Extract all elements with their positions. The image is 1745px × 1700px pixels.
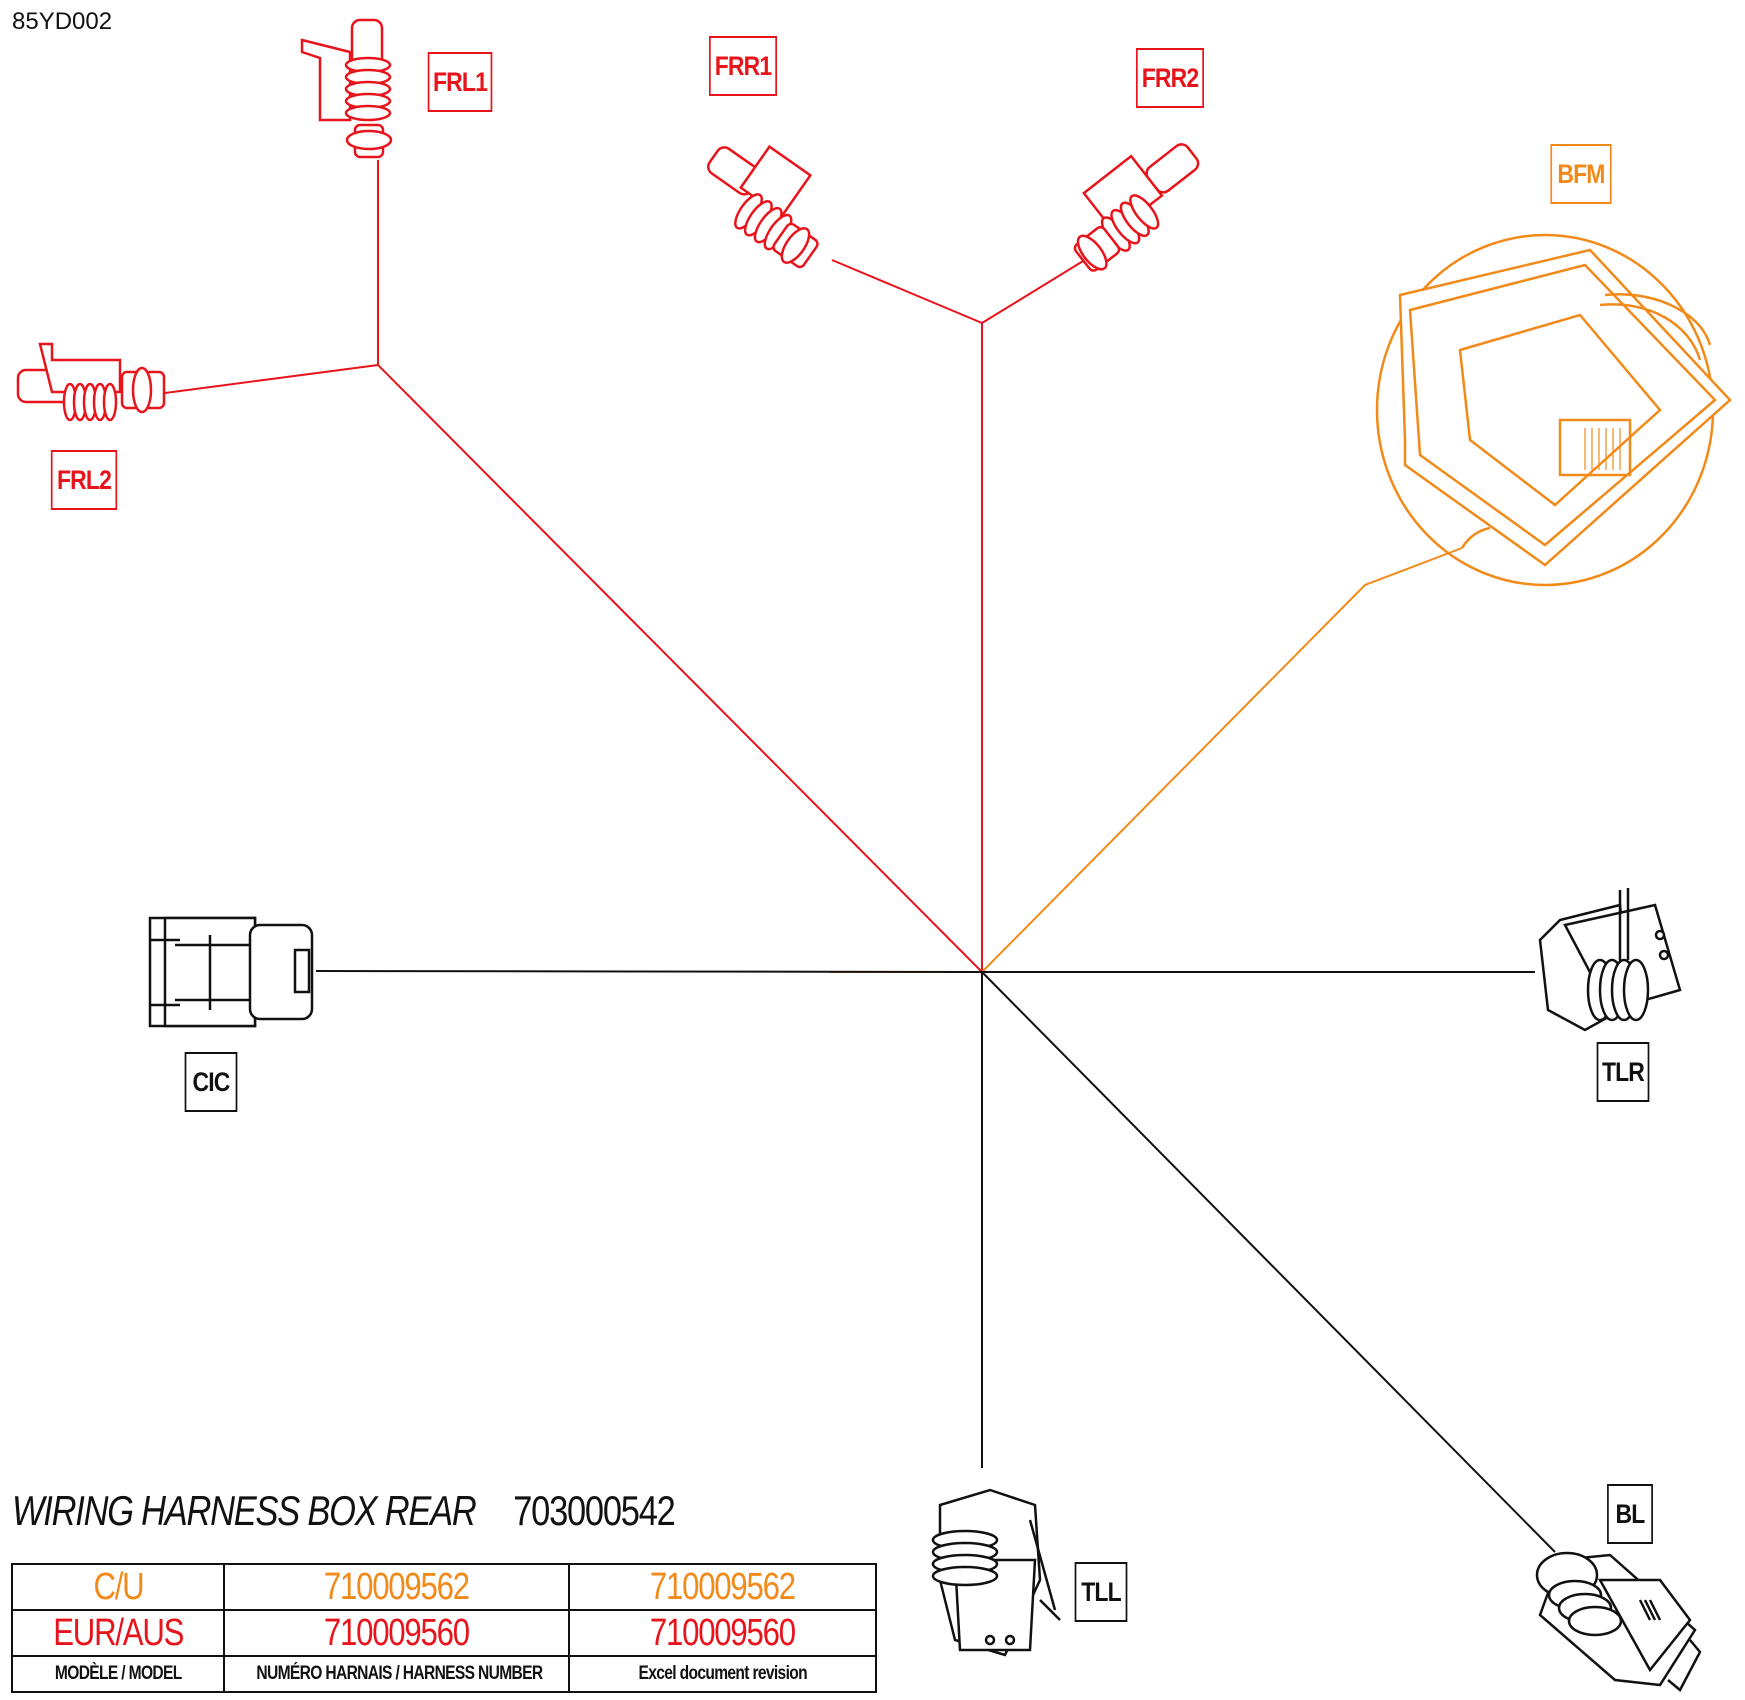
bfm-module-icon	[1375, 233, 1732, 587]
frl2-connector-icon	[16, 342, 166, 422]
label-bfm: BFM	[1550, 144, 1612, 204]
harness-number-table: C/U 710009562 710009562 EUR/AUS 71000956…	[11, 1563, 877, 1693]
table-footer-row: MODÈLE / MODEL NUMÉRO HARNAIS / HARNESS …	[11, 1655, 877, 1693]
wire-frr2	[981, 257, 1089, 324]
wire-frl2	[164, 364, 379, 394]
label-tlr: TLR	[1596, 1042, 1650, 1102]
wire-frl-branch	[377, 160, 983, 973]
wire-bfm	[981, 547, 1463, 973]
harness-number-cell: 710009560	[223, 1609, 570, 1657]
wire-frr-branch	[831, 259, 983, 972]
wires	[164, 160, 1556, 1553]
model-cell: C/U	[11, 1563, 225, 1611]
diagram-reference-code: 85YD002	[12, 8, 113, 35]
footer-model-label: MODÈLE / MODEL	[11, 1655, 225, 1693]
footer-revision-label: Excel document revision	[568, 1655, 877, 1693]
harness-part-number: 703000542	[513, 1487, 676, 1534]
label-bl: BL	[1607, 1484, 1653, 1544]
frr1-connector-icon	[707, 144, 819, 269]
label-frr2: FRR2	[1136, 48, 1204, 108]
harness-number-cell: 710009562	[223, 1563, 570, 1611]
frl1-connector-icon	[300, 18, 393, 159]
cic-connector-icon	[148, 916, 314, 1028]
harness-title: WIRING HARNESS BOX REAR 703000542	[12, 1487, 676, 1535]
model-cell: EUR/AUS	[11, 1609, 225, 1657]
tll-connector-icon	[931, 1488, 1061, 1657]
table-row-cu: C/U 710009562 710009562	[11, 1563, 877, 1611]
label-tll: TLL	[1074, 1562, 1128, 1622]
tlr-connector-icon	[1538, 888, 1682, 1032]
label-cic: CIC	[184, 1052, 238, 1112]
label-frl1: FRL1	[427, 52, 493, 112]
frr2-connector-icon	[1073, 143, 1200, 272]
wire-bl	[981, 971, 1556, 1553]
revision-cell: 710009562	[568, 1563, 877, 1611]
footer-harness-number-label: NUMÉRO HARNAIS / HARNESS NUMBER	[223, 1655, 570, 1693]
table-row-eur-aus: EUR/AUS 710009560 710009560	[11, 1609, 877, 1657]
label-frl2: FRL2	[50, 450, 118, 510]
wire-cic	[315, 970, 983, 973]
bl-connector-icon	[1535, 1551, 1702, 1692]
revision-cell: 710009560	[568, 1609, 877, 1657]
label-frr1: FRR1	[709, 36, 777, 96]
harness-title-text: WIRING HARNESS BOX REAR	[12, 1487, 477, 1534]
